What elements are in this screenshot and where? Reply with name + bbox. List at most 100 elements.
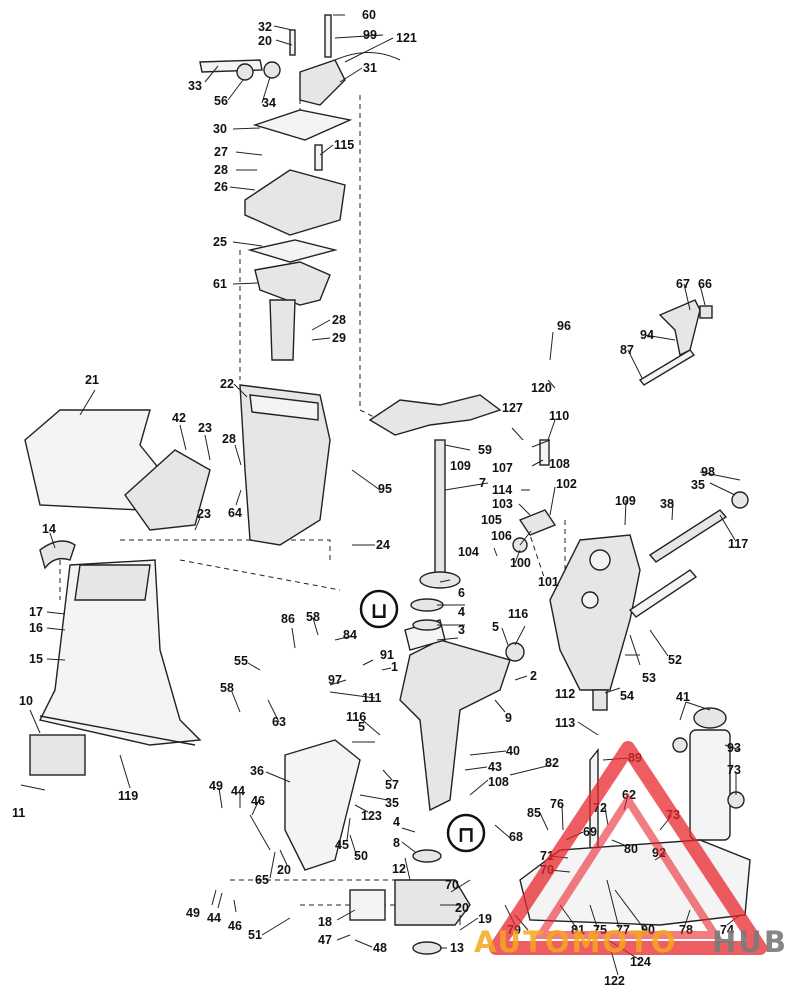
callout-122: 122 xyxy=(604,974,625,988)
callout-35: 35 xyxy=(691,478,705,492)
callout-56: 56 xyxy=(214,94,228,108)
callout-96: 96 xyxy=(557,319,571,333)
tilt-tube-and-rod xyxy=(628,491,749,618)
callout-100: 100 xyxy=(510,556,531,570)
lower-cowl xyxy=(24,409,211,531)
callout-86: 86 xyxy=(281,612,295,626)
callout-11: 11 xyxy=(12,806,25,820)
callout-119: 119 xyxy=(118,789,138,803)
callout-26: 26 xyxy=(214,180,228,194)
callout-60: 60 xyxy=(362,8,376,22)
callout-105: 105 xyxy=(481,513,502,527)
callout-46: 46 xyxy=(251,794,265,808)
callout-95: 95 xyxy=(378,482,392,496)
callout-58b: 58 xyxy=(220,681,234,695)
callout-58: 58 xyxy=(306,610,320,624)
callout-76: 76 xyxy=(550,797,564,811)
callout-5: 5 xyxy=(492,620,499,634)
callout-108b: 108 xyxy=(488,775,509,789)
callout-22: 22 xyxy=(220,377,234,391)
callout-49b: 49 xyxy=(186,906,200,920)
detail-callout-insets: ⊔ ⊓ xyxy=(359,589,486,853)
watermark-logo: AUTOMOTO HUB xyxy=(474,741,788,959)
callout-16: 16 xyxy=(29,621,43,635)
callout-82: 82 xyxy=(545,756,559,770)
callout-97: 97 xyxy=(328,673,342,687)
adapter-plates xyxy=(244,109,353,263)
callout-25: 25 xyxy=(213,235,227,249)
callout-70b: 70 xyxy=(445,878,459,892)
callout-27: 27 xyxy=(214,145,228,159)
callout-54: 54 xyxy=(620,689,634,703)
callout-98: 98 xyxy=(701,465,715,479)
callout-7: 7 xyxy=(479,476,486,490)
callout-46b: 46 xyxy=(228,919,242,933)
callout-41: 41 xyxy=(676,690,690,704)
callout-73: 73 xyxy=(727,763,741,777)
callout-84: 84 xyxy=(343,628,357,642)
svg-text:⊓: ⊓ xyxy=(457,823,475,848)
callout-40: 40 xyxy=(506,744,520,758)
callout-3: 3 xyxy=(458,623,465,637)
callout-120: 120 xyxy=(531,381,552,395)
callout-68: 68 xyxy=(509,830,523,844)
callout-31: 31 xyxy=(363,61,377,75)
callout-113: 113 xyxy=(555,716,575,730)
callout-127: 127 xyxy=(502,401,523,415)
callout-28c: 28 xyxy=(222,432,236,446)
tilt-lock-lever xyxy=(638,299,713,386)
callout-33: 33 xyxy=(188,79,202,93)
callout-115: 115 xyxy=(334,138,354,152)
callout-111: 111 xyxy=(362,691,382,705)
callout-123: 123 xyxy=(361,809,382,823)
callout-19: 19 xyxy=(478,912,492,926)
callout-116b: 116 xyxy=(346,710,366,724)
callout-13: 13 xyxy=(450,941,464,955)
callout-45: 45 xyxy=(335,838,349,852)
watermark-text-hub: HUB xyxy=(712,925,788,959)
callout-101: 101 xyxy=(538,575,559,589)
callout-1: 1 xyxy=(391,660,398,674)
callout-109b: 109 xyxy=(615,494,636,508)
callout-15: 15 xyxy=(29,652,43,666)
callout-50: 50 xyxy=(354,849,368,863)
callout-85: 85 xyxy=(527,806,541,820)
callout-55: 55 xyxy=(234,654,248,668)
callout-2: 2 xyxy=(530,669,537,683)
callout-43: 43 xyxy=(488,760,502,774)
callout-114: 114 xyxy=(492,483,512,497)
callout-47: 47 xyxy=(318,933,332,947)
callout-99: 99 xyxy=(363,28,377,42)
callout-29: 29 xyxy=(332,331,346,345)
callout-14: 14 xyxy=(42,522,56,536)
callout-74: 74 xyxy=(720,923,734,937)
callout-51: 51 xyxy=(248,928,262,942)
callout-59: 59 xyxy=(478,443,492,457)
callout-87: 87 xyxy=(620,343,634,357)
callout-67: 67 xyxy=(676,277,690,291)
callout-6: 6 xyxy=(458,586,465,600)
callout-5b: 5 xyxy=(358,720,365,734)
callout-106: 106 xyxy=(491,529,512,543)
callout-109: 109 xyxy=(450,459,471,473)
callout-107: 107 xyxy=(492,461,513,475)
watermark-triangle-icon xyxy=(489,741,767,955)
callout-44b: 44 xyxy=(207,911,221,925)
callout-12: 12 xyxy=(392,862,406,876)
callout-102: 102 xyxy=(556,477,577,491)
callout-66: 66 xyxy=(698,277,712,291)
driveshaft-housing xyxy=(29,540,202,776)
callout-18: 18 xyxy=(318,915,332,929)
callout-57: 57 xyxy=(385,778,399,792)
callout-116: 116 xyxy=(508,607,528,621)
callout-103: 103 xyxy=(492,497,513,511)
callout-104: 104 xyxy=(458,545,479,559)
callout-63: 63 xyxy=(272,715,286,729)
callout-69: 69 xyxy=(583,825,597,839)
callout-30: 30 xyxy=(213,122,227,136)
callout-61: 61 xyxy=(213,277,227,291)
callout-117: 117 xyxy=(728,537,748,551)
stern-brackets xyxy=(284,534,641,871)
callout-23: 23 xyxy=(198,421,212,435)
callout-8: 8 xyxy=(393,836,400,850)
